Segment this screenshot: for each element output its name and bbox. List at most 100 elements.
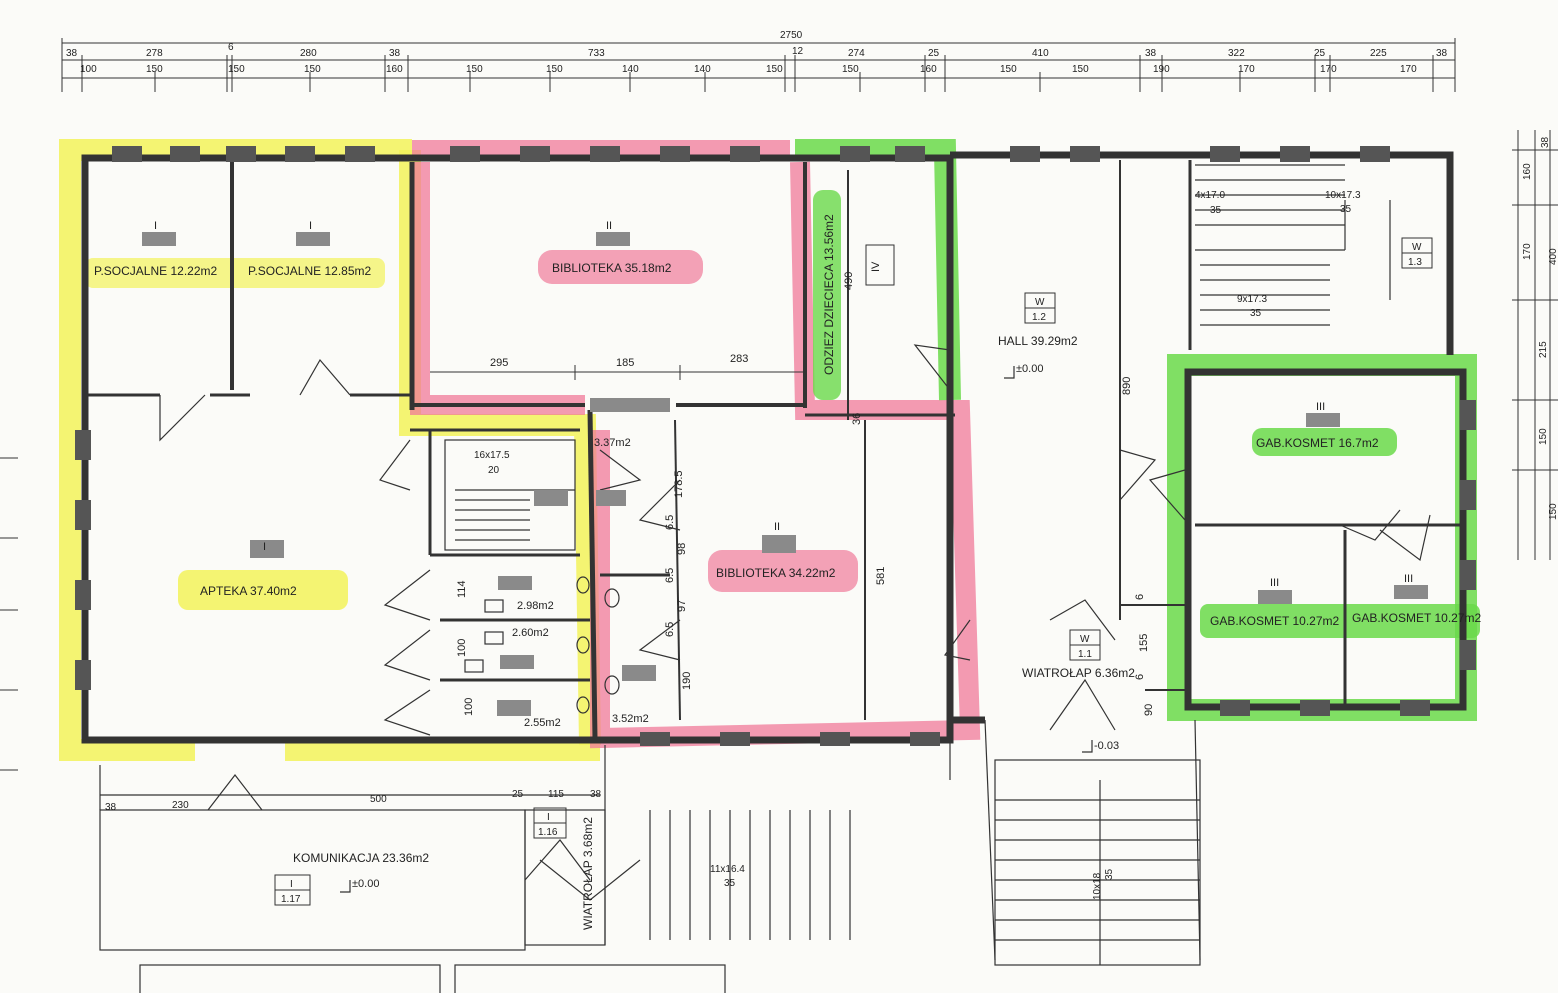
room-tag-gab-2: III [1270, 577, 1279, 589]
stair-label: 35 [1250, 308, 1262, 319]
dim-label: 733 [588, 48, 605, 59]
room-label-wiatrolap-2: WIATROŁAP 3.68m2 [581, 817, 595, 930]
dim-label: 150 [546, 64, 563, 75]
room-tag-komunikacja-top: I [290, 879, 293, 890]
dim-label: 6.5 [664, 568, 676, 583]
interior-walls [88, 160, 1460, 739]
room-tag-wiatrolap-2-top: I [547, 812, 550, 823]
highlight-marker-labels [85, 190, 1480, 638]
dim-label: 6 [1134, 594, 1146, 600]
dim-label: 890 [1121, 377, 1133, 395]
dim-label: 38 [590, 789, 602, 800]
room-label-socjalne-1: P.SOCJALNE 12.22m2 [94, 264, 218, 278]
dim-label: 100 [463, 698, 475, 716]
dim-label: 6.5 [664, 515, 676, 530]
level-marker-icon [340, 880, 351, 893]
dim-label: 90 [1143, 704, 1155, 716]
dim-label: 150 [228, 64, 245, 75]
dim-label: 170 [1238, 64, 1255, 75]
dim-label: 38 [66, 48, 78, 59]
room-tag-wiatrolap-2-box: I 1.16 [533, 807, 567, 839]
stair-label: 35 [724, 878, 736, 889]
dim-label: 160 [386, 64, 403, 75]
dim-label: 170 [1400, 64, 1417, 75]
dim-label: 170 [1320, 64, 1337, 75]
stair-label: 35 [1340, 204, 1352, 215]
dim-total: 2750 [780, 30, 803, 41]
room-tag-socjalne-1: I [154, 220, 157, 232]
dim-label: 230 [172, 800, 189, 811]
dim-label: 38 [1436, 48, 1448, 59]
level-hall: ±0.00 [1016, 363, 1043, 375]
dim-label: 150 [304, 64, 321, 75]
dim-label: 25 [512, 789, 524, 800]
room-label-apteka: APTEKA 37.40m2 [200, 584, 297, 598]
dim-label: 140 [694, 64, 711, 75]
dim-label: 114 [456, 580, 468, 598]
dim-label: 500 [370, 794, 387, 805]
room-tag-biblioteka-2: II [774, 521, 780, 533]
stair-label: 35 [1104, 868, 1115, 880]
dim-label: 150 [1072, 64, 1089, 75]
dim-label: 38 [105, 802, 117, 813]
room-tag-socjalne-2: I [309, 220, 312, 232]
stair-label: 16x17.5 [474, 450, 510, 461]
room-tag-wiatrolap-1-box: W 1.1 [1069, 629, 1101, 661]
stairs [444, 164, 1391, 966]
room-tag-wiatrolap-2-bottom: 1.16 [538, 827, 558, 838]
top-dimension-lines [61, 38, 1456, 92]
area-label: 3.52m2 [612, 713, 649, 725]
area-label: 3.37m2 [594, 437, 631, 449]
dim-label: 400 [1548, 248, 1558, 265]
window-marks [75, 146, 1476, 746]
stair-label: 35 [1210, 205, 1222, 216]
room-tag-w13-bottom: 1.3 [1408, 257, 1422, 268]
dim-label: 160 [1522, 163, 1533, 180]
dim-label: 115 [548, 789, 564, 800]
stair-label: 9x17.3 [1237, 294, 1267, 305]
room-tag-odziez-box: IV [865, 244, 895, 286]
room-label-biblioteka-1: BIBLIOTEKA 35.18m2 [552, 261, 672, 275]
room-tag-odziez: IV [870, 261, 882, 272]
dim-label: 140 [622, 64, 639, 75]
room-tag-wiatrolap-1-top: W [1080, 634, 1090, 645]
stair-label: 10x17.3 [1325, 190, 1361, 201]
dim-label: 581 [875, 567, 887, 585]
room-label-socjalne-2: P.SOCJALNE 12.85m2 [248, 264, 372, 278]
dim-label: 160 [920, 64, 937, 75]
dim-label: 150 [1538, 428, 1549, 445]
dim-label: 100 [80, 64, 97, 75]
level-entrance: -0.03 [1094, 740, 1119, 752]
room-tag-hall-bottom: 1.2 [1032, 312, 1046, 323]
dim-label: 150 [842, 64, 859, 75]
dimensions-row-1: 38 278 6 280 38 733 12 274 25 410 38 322… [66, 42, 1448, 59]
area-label: 2.98m2 [517, 600, 554, 612]
area-label: 2.60m2 [512, 627, 549, 639]
stair-label: 20 [488, 465, 500, 476]
toilet-fixtures [464, 576, 620, 714]
dim-label: 25 [1314, 48, 1326, 59]
room-tag-gab-1: III [1316, 401, 1325, 413]
dim-label: 38 [1145, 48, 1157, 59]
room-label-gab-3: GAB.KOSMET 10.27m2 [1352, 611, 1481, 625]
dim-label: 6.5 [664, 622, 676, 637]
dim-label: 170 [1522, 243, 1533, 260]
level-marker-icon [1082, 740, 1093, 753]
stair-label: 11x16.4 [710, 864, 745, 875]
dim-label: 150 [766, 64, 783, 75]
dim-label: 490 [843, 272, 855, 290]
inner-dimension-line [430, 365, 805, 380]
dim-label: 38 [1540, 136, 1551, 148]
room-label-komunikacja: KOMUNIKACJA 23.36m2 [293, 851, 429, 865]
dim-label: 178.5 [673, 470, 685, 498]
area-label: 2.55m2 [524, 717, 561, 729]
room-tag-gab-3: III [1404, 573, 1413, 585]
room-tag-w13-top: W [1412, 242, 1422, 253]
dim-label: 38 [389, 48, 401, 59]
dim-label: 150 [146, 64, 163, 75]
room-tag-wiatrolap-1-bottom: 1.1 [1078, 649, 1092, 660]
room-label-odziez: ODZIEZ DZIECIECA 13.56m2 [822, 214, 836, 375]
dim-label: 155 [1138, 634, 1150, 652]
dim-label: 6 [228, 42, 234, 53]
room-tag-komunikacja-box: I 1.17 [274, 874, 311, 906]
